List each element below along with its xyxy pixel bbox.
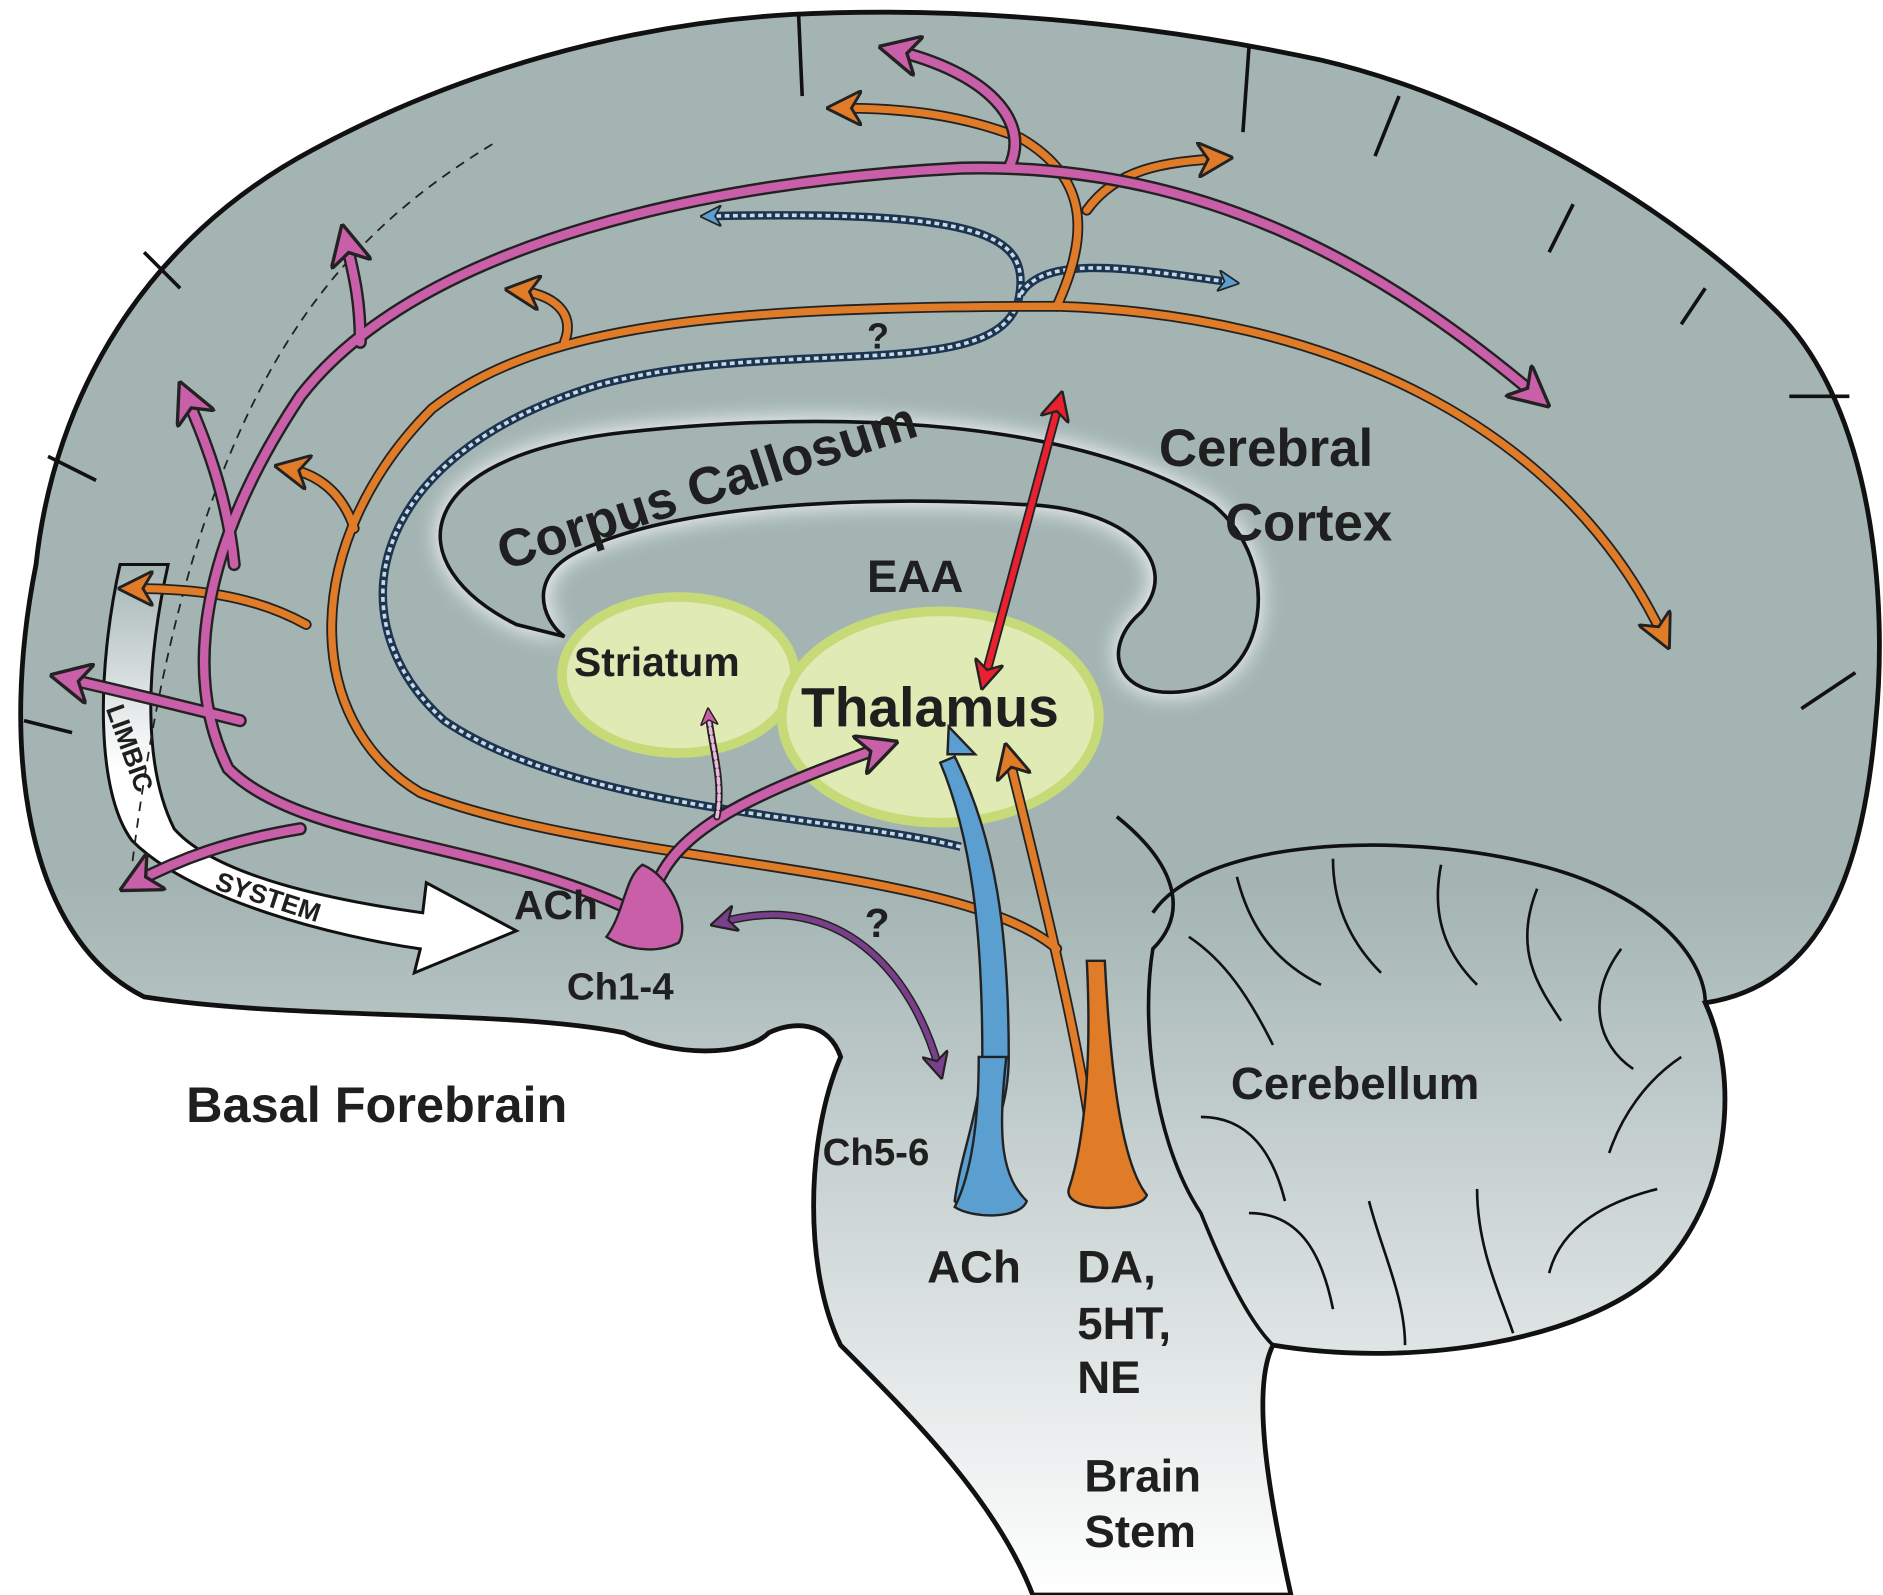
label-eaa: EAA: [867, 551, 963, 602]
label-ch1-4: Ch1-4: [567, 965, 674, 1008]
eaa-pathway: [985, 402, 1059, 678]
label-cerebral-cortex-1: Cerebral: [1159, 419, 1373, 478]
monoamine-nucleus: [1067, 959, 1149, 1210]
label-ne: NE: [1077, 1352, 1140, 1403]
brainstem-cholinergic-pathway: [938, 723, 1029, 1217]
label-thalamus: Thalamus: [801, 677, 1059, 739]
label-ch5-6: Ch5-6: [823, 1131, 930, 1174]
label-question-top: ?: [867, 315, 889, 356]
label-brain-stem-1: Brain: [1084, 1451, 1201, 1502]
label-ach-brainstem: ACh: [927, 1242, 1021, 1293]
label-basal-forebrain: Basal Forebrain: [186, 1076, 567, 1133]
basal-forebrain-nucleus: [604, 863, 684, 951]
label-cerebral-cortex-2: Cortex: [1225, 493, 1392, 552]
label-da: DA,: [1077, 1242, 1156, 1293]
limbic-dashed-line: [131, 143, 493, 865]
forebrain-cholinergic-pathways: [66, 50, 1537, 951]
label-ach-forebrain: ACh: [514, 882, 598, 928]
cholinergic-dashed-pathway: [378, 215, 1231, 851]
limbic-system-arrow: [101, 562, 520, 976]
reciprocal-pathway: [721, 915, 940, 1069]
label-striatum: Striatum: [574, 639, 740, 685]
sulcus-lines: [23, 14, 1857, 735]
cerebellum-folds: [1188, 858, 1682, 1346]
cerebellum-outline: [1115, 815, 1708, 1347]
label-cerebellum: Cerebellum: [1231, 1058, 1479, 1109]
label-question-mid: ?: [865, 900, 890, 946]
label-5ht: 5HT,: [1077, 1298, 1171, 1349]
label-brain-stem-2: Stem: [1084, 1506, 1196, 1557]
monoamine-pathways: [132, 108, 1663, 1210]
